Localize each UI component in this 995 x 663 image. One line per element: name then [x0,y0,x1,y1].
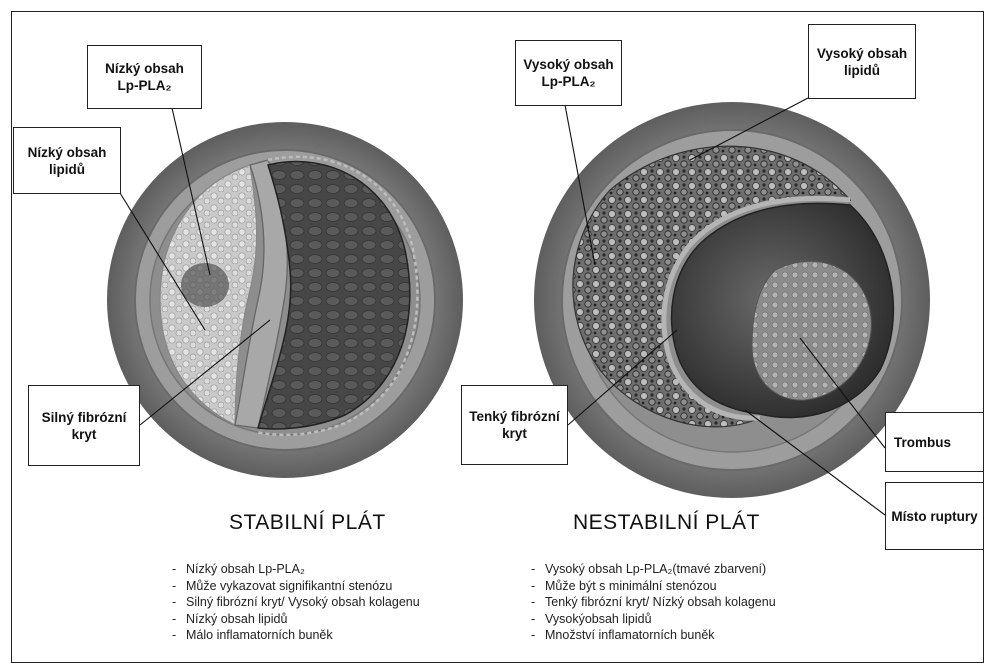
callout-rupture-site: Místo ruptury [885,482,984,550]
stable-lppla2-cluster [181,263,229,307]
stable-characteristics-list: Nízký obsah Lp-PLA₂ Může vykazovat signi… [172,561,420,644]
list-item: Málo inflamatorních buněk [172,627,420,644]
list-item: Může vykazovat signifikantní stenózu [172,578,420,595]
callout-thrombus: Trombus [885,412,984,472]
callout-unstable-thin-cap: Tenký fibrózní kryt [461,385,568,465]
list-item: Silný fibrózní kryt/ Vysoký obsah kolage… [172,594,420,611]
list-item: Může být s minimální stenózou [531,578,776,595]
list-item: Nízký obsah lipidů [172,611,420,628]
list-item: Nízký obsah Lp-PLA₂ [172,561,420,578]
unstable-characteristics-list: Vysoký obsah Lp-PLA₂(tmavé zbarvení) Můž… [531,561,776,644]
list-item: Množství inflamatorních buněk [531,627,776,644]
list-item: Vysokýobsah lipidů [531,611,776,628]
list-item: Tenký fibrózní kryt/ Nízký obsah kolagen… [531,594,776,611]
callout-stable-low-lipids: Nízký obsah lipidů [13,127,121,194]
stable-plaque-heading: STABILNÍ PLÁT [229,511,386,535]
callout-unstable-high-lipids: Vysoký obsah lipidů [808,24,916,99]
unstable-artery [534,102,930,498]
unstable-plaque-heading: NESTABILNÍ PLÁT [573,511,760,535]
callout-stable-low-lppla2: Nízký obsah Lp-PLA₂ [87,45,202,109]
callout-unstable-high-lppla2: Vysoký obsah Lp-PLA₂ [515,40,622,106]
callout-stable-thick-cap: Silný fibrózní kryt [28,385,140,466]
list-item: Vysoký obsah Lp-PLA₂(tmavé zbarvení) [531,561,776,578]
stable-artery [107,122,463,478]
